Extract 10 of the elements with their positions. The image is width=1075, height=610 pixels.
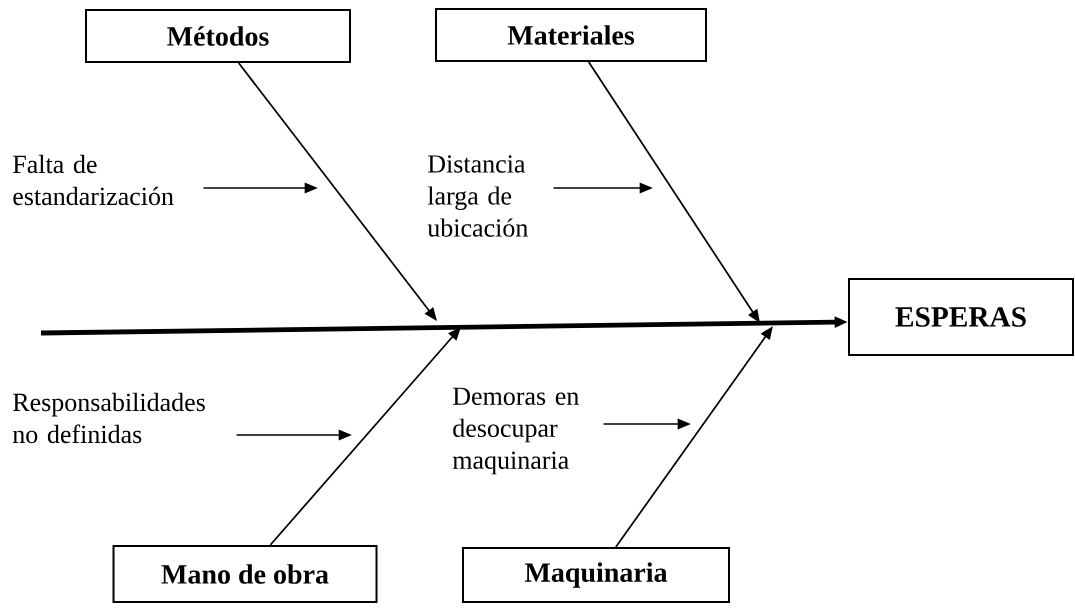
category-box: Mano de obra [112, 545, 378, 603]
cause-text: Falta de estandarización [13, 154, 174, 206]
category-box: Métodos [85, 9, 351, 63]
category-box: Maquinaria [462, 547, 730, 603]
arrow [269, 327, 461, 546]
cause-text: Demoras en desocupar maquinaria [452, 387, 579, 475]
cause-text: Distancia larga de ubicación [427, 155, 528, 237]
category-box: Materiales [435, 8, 707, 62]
effect-box: ESPERAS [848, 278, 1074, 356]
cause-text: Responsabilidades no definidas [12, 392, 205, 444]
